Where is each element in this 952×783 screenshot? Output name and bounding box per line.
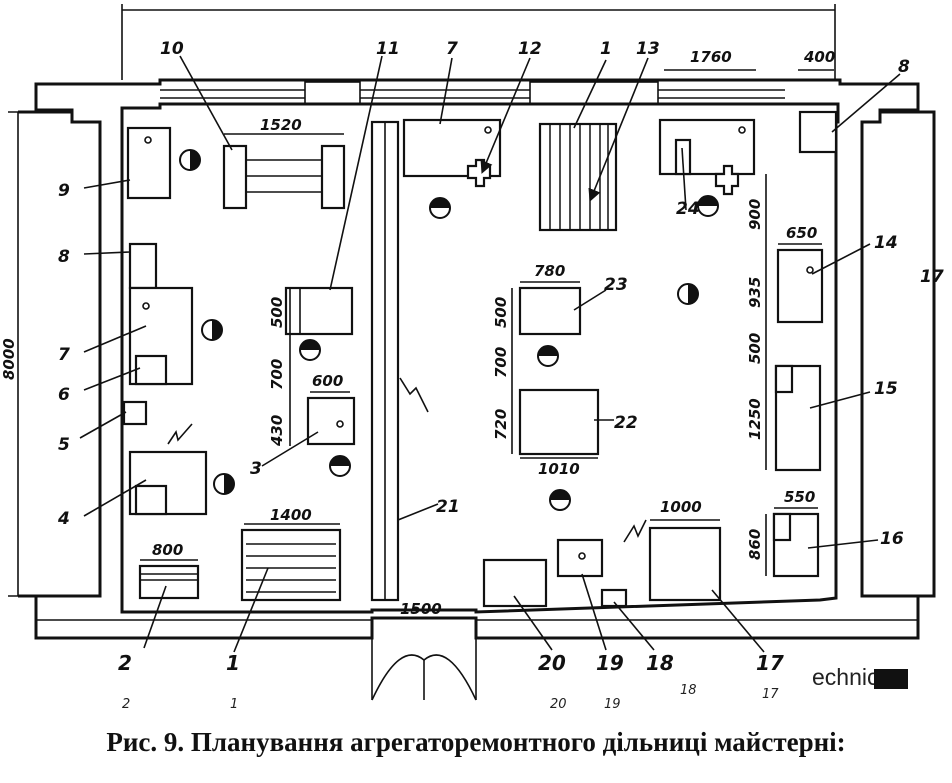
worker-positions — [179, 149, 719, 511]
dim-720: 720 — [492, 409, 510, 440]
label-11: 11 — [376, 39, 400, 59]
label-8-top: 8 — [898, 57, 910, 77]
label-right-edge: 17 — [920, 267, 944, 287]
label-1-top: 1 — [600, 39, 612, 59]
label-20: 20 — [538, 651, 566, 675]
dim-1760: 1760 — [690, 48, 732, 66]
label-9: 9 — [58, 181, 70, 201]
item-5 — [122, 400, 148, 426]
label-22: 22 — [614, 413, 638, 433]
watermark-text: echnic — [812, 664, 879, 690]
dim-1010: 1010 — [538, 460, 580, 478]
item-3 — [306, 396, 356, 446]
label-13: 13 — [636, 39, 660, 59]
label-14: 14 — [874, 233, 898, 253]
label-23: 23 — [604, 275, 628, 295]
dim-1500: 1500 — [400, 600, 442, 618]
dim-935: 935 — [746, 277, 764, 308]
label-21: 21 — [436, 497, 460, 517]
item-1-bottom — [240, 528, 342, 602]
equipment-right — [402, 118, 824, 608]
dim-550: 550 — [784, 488, 815, 506]
item-23 — [518, 286, 582, 336]
label-17: 17 — [756, 651, 784, 675]
label-10: 10 — [160, 39, 184, 59]
building-walls — [18, 78, 936, 640]
item-9 — [126, 126, 172, 200]
label-1: 1 — [226, 651, 240, 675]
dim-800: 800 — [152, 541, 183, 559]
power-symbols — [167, 377, 647, 543]
floor-plan: 8000 — [0, 4, 944, 712]
label-19: 19 — [596, 651, 624, 675]
dim-900: 900 — [746, 199, 764, 230]
sub-label-17: 17 — [762, 687, 779, 702]
label-6: 6 — [58, 385, 70, 405]
item-14 — [776, 248, 824, 324]
label-2: 2 — [118, 651, 132, 675]
sub-label-2: 2 — [122, 697, 130, 712]
dim-1400: 1400 — [270, 506, 312, 524]
item-4 — [128, 450, 208, 516]
label-8: 8 — [58, 247, 70, 267]
label-15: 15 — [874, 379, 898, 399]
dim-400: 400 — [803, 48, 835, 66]
entrance-door — [371, 638, 477, 701]
item-20 — [482, 558, 548, 608]
dim-total-height: 8000 — [0, 338, 18, 380]
label-24: 24 — [676, 199, 700, 219]
dim-430: 430 — [268, 415, 286, 447]
item-17 — [648, 526, 722, 602]
dim-500c: 500 — [746, 333, 764, 364]
dim-650: 650 — [786, 224, 817, 242]
label-5: 5 — [58, 435, 70, 455]
figure-caption: Рис. 9. Планування агрегаторемонтного ді… — [106, 727, 846, 757]
overall-width-dimension — [121, 4, 836, 80]
label-7: 7 — [58, 345, 70, 365]
height-dimension: 8000 — [0, 111, 30, 597]
watermark-block — [874, 668, 909, 689]
item-2 — [138, 564, 200, 600]
item-18 — [600, 588, 628, 608]
item-1-top — [538, 122, 618, 232]
dim-780: 780 — [534, 262, 565, 280]
watermark: echnic — [812, 664, 909, 691]
item-6 — [134, 354, 168, 386]
sub-label-18: 18 — [680, 683, 697, 698]
dim-1520: 1520 — [260, 116, 302, 134]
dimension-lines — [140, 69, 834, 619]
label-4: 4 — [57, 509, 70, 529]
dim-700a: 700 — [268, 359, 286, 390]
label-12: 12 — [518, 39, 542, 59]
label-18: 18 — [646, 651, 674, 675]
dim-860: 860 — [746, 529, 764, 560]
dim-700b: 700 — [492, 347, 510, 378]
equipment-left — [122, 126, 356, 602]
conveyor-21 — [370, 120, 400, 602]
item-8 — [128, 242, 158, 290]
label-16: 16 — [880, 529, 904, 549]
sub-label-20: 20 — [550, 697, 567, 712]
item-10 — [222, 144, 248, 210]
dim-600: 600 — [312, 372, 343, 390]
label-3: 3 — [250, 459, 262, 479]
dim-1250: 1250 — [746, 398, 764, 440]
leader-lines — [79, 55, 901, 653]
sub-label-1: 1 — [230, 697, 238, 712]
item-11 — [284, 286, 354, 336]
dim-1000: 1000 — [660, 498, 702, 516]
label-7-top: 7 — [446, 39, 458, 59]
dim-500a: 500 — [268, 297, 286, 328]
dim-500b: 500 — [492, 297, 510, 328]
sub-label-19: 19 — [604, 697, 621, 712]
item-22 — [518, 388, 600, 456]
